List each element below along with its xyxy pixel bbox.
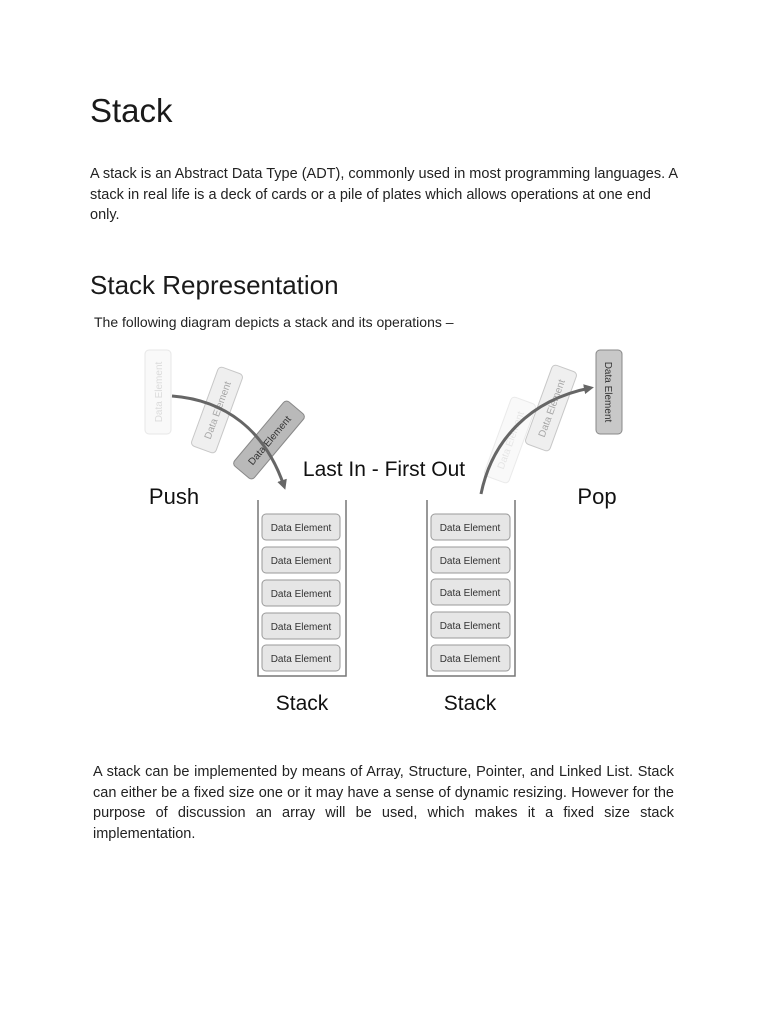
lifo-label: Last In - First Out	[303, 458, 465, 481]
implementation-paragraph: A stack can be implemented by means of A…	[93, 764, 674, 842]
element-label: Data Element	[440, 654, 501, 665]
right-stack-container	[426, 500, 516, 677]
element-label: Data Element	[602, 362, 613, 423]
right-stack-label: Stack	[444, 692, 497, 715]
stack-element: Data Element	[261, 644, 341, 672]
stack-element: Data Element	[261, 513, 341, 541]
element-label: Data Element	[154, 361, 165, 422]
element-label: Data Element	[246, 414, 294, 468]
push-faded-element: Data Element	[144, 349, 172, 435]
element-label: Data Element	[271, 589, 332, 600]
push-active-element: Data Element	[233, 400, 305, 480]
pop-arrow	[479, 384, 594, 495]
element-label: Data Element	[271, 523, 332, 534]
element-label: Data Element	[271, 654, 332, 665]
push-mid-element: Data Element	[191, 366, 243, 454]
stack-element: Data Element	[430, 611, 511, 639]
stack-element: Data Element	[430, 644, 511, 672]
section-title: Stack Representation	[90, 270, 339, 300]
right-stack-elements: Data Element Data Element Data Element D…	[430, 513, 511, 672]
stack-element: Data Element	[430, 513, 511, 541]
pop-faded-element: Data Element	[484, 396, 536, 484]
stack-element: Data Element	[261, 579, 341, 607]
element-label: Data Element	[496, 410, 527, 471]
pop-label: Pop	[577, 484, 616, 509]
push-label: Push	[149, 484, 199, 509]
element-label: Data Element	[440, 523, 501, 534]
element-label: Data Element	[440, 588, 501, 599]
element-label: Data Element	[203, 380, 234, 441]
element-label: Data Element	[271, 556, 332, 567]
pop-active-element: Data Element	[595, 349, 623, 435]
stack-element: Data Element	[261, 546, 341, 574]
element-label: Data Element	[271, 622, 332, 633]
stack-element: Data Element	[430, 546, 511, 574]
page-title: Stack	[90, 92, 173, 129]
intro-paragraph: A stack is an Abstract Data Type (ADT), …	[90, 166, 678, 223]
element-label: Data Element	[440, 556, 501, 567]
element-label: Data Element	[537, 378, 568, 439]
stack-element: Data Element	[430, 578, 511, 606]
left-stack-label: Stack	[276, 692, 329, 715]
left-stack-container	[257, 500, 347, 677]
stack-element: Data Element	[261, 612, 341, 640]
left-stack-elements: Data Element Data Element Data Element D…	[261, 513, 341, 672]
element-label: Data Element	[440, 621, 501, 632]
pop-mid-element: Data Element	[525, 364, 577, 452]
push-arrow	[171, 394, 287, 490]
diagram-caption: The following diagram depicts a stack an…	[94, 314, 454, 330]
